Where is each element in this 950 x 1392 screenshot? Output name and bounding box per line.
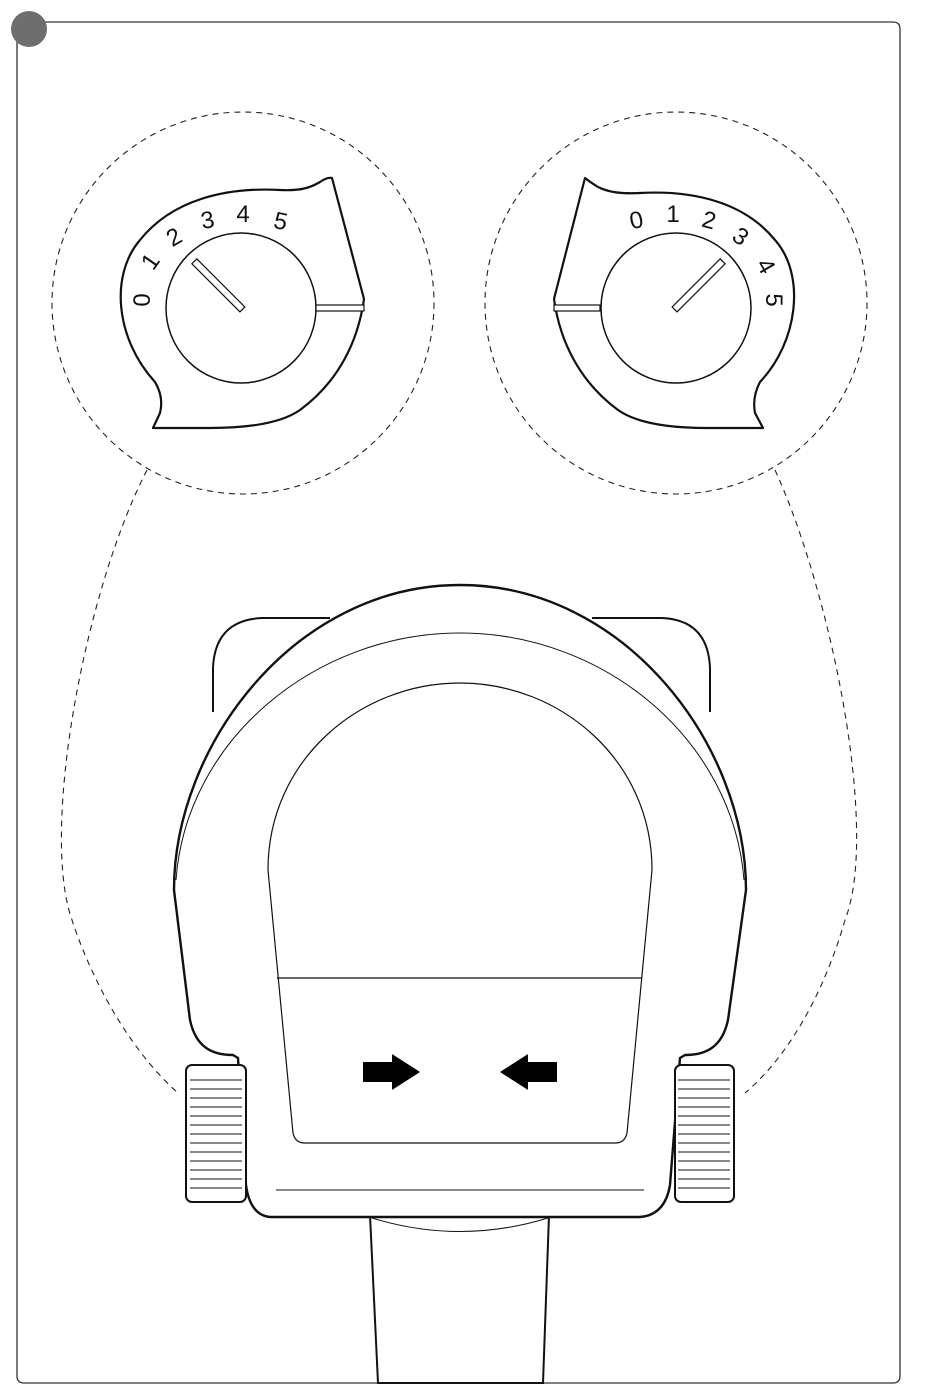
right-dial-label-5: 5 <box>760 293 787 306</box>
right-dial: 0 1 2 3 4 5 <box>554 178 794 428</box>
right-adjustment-wheel <box>675 1065 734 1202</box>
right-dial-label-1: 1 <box>666 201 679 228</box>
right-dial-index-mark <box>554 305 600 311</box>
right-leader-line <box>745 470 857 1093</box>
left-dial-label-4: 4 <box>236 201 249 228</box>
step-marker <box>11 11 47 47</box>
left-leader-line <box>61 470 178 1093</box>
device <box>174 585 746 1383</box>
device-stem <box>370 1215 549 1383</box>
device-window <box>268 683 652 1143</box>
left-dial: 0 1 2 3 4 5 <box>121 178 364 428</box>
left-dial-index-mark <box>316 305 364 311</box>
left-adjustment-wheel <box>186 1065 246 1202</box>
left-dial-label-0: 0 <box>129 293 156 306</box>
